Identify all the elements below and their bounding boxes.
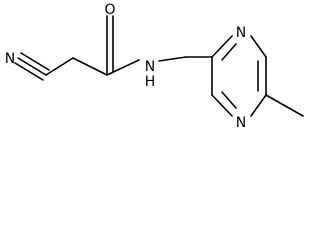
ring-bond-c4-n4 <box>250 94 267 117</box>
ring-bond-n1-c3 <box>250 35 267 58</box>
nitrile-bond-c <box>14 62 44 81</box>
amide-hydrogen-label: H <box>145 74 156 90</box>
carbonyl-to-nitrogen-bond <box>106 59 140 76</box>
ring-bond-n4-c5 <box>211 94 233 117</box>
pyrazine-nitrogen-top-label: N <box>236 25 246 41</box>
methyl-bond <box>265 94 304 117</box>
nitrile-bond-b <box>20 52 50 71</box>
nitrile-bond-a <box>17 57 47 76</box>
ring-bond-c2-n1 <box>211 35 233 58</box>
ch2-to-carbonyl-bond <box>72 57 108 76</box>
ring-inner-bond-bottom <box>221 91 237 109</box>
cyano-to-ch2-bond <box>45 57 74 76</box>
amide-nitrogen-label: N <box>145 59 155 75</box>
carbonyl-oxygen-label: O <box>104 2 115 18</box>
ring-inner-bond-top <box>221 43 237 61</box>
structure-drawing: N O N H N N <box>5 2 304 131</box>
nitrile-nitrogen-label: N <box>5 51 15 67</box>
nitrogen-to-methylene-bond <box>158 56 187 62</box>
pyrazine-nitrogen-bottom-label: N <box>236 115 246 131</box>
chemical-structure: N O N H N N <box>5 2 304 131</box>
